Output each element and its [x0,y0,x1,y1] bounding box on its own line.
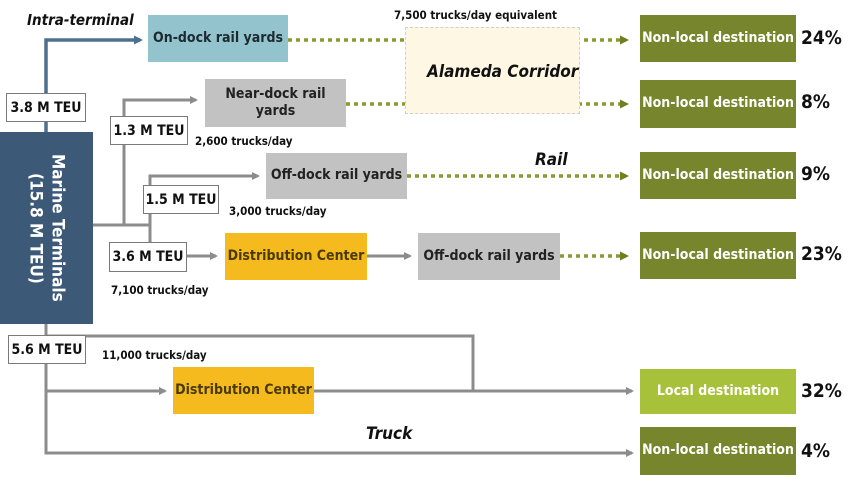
marine-terminals-label: Marine Terminals (15.8 M TEU) [25,154,68,302]
near-dock-rail-yards-node: Near-dock rail yards [205,79,346,127]
near-dock-connector [93,96,198,227]
truck-label: Truck [366,424,413,444]
teu-badge-1-3: 1.3 M TEU [110,116,188,145]
destination-label-1: Non-local destination [642,29,794,46]
alameda-corridor-label: Alameda Corridor [427,62,579,82]
alameda-corridor-region [405,27,580,114]
off-dock-rail-yards-node-2: Off-dock rail yards [418,233,560,280]
destination-node-2: Non-local destination [640,80,796,128]
destination-label-3: Non-local destination [642,166,794,183]
on-dock-rail-yards-node: On-dock rail yards [148,15,288,62]
distribution-center-label-1: Distribution Center [227,247,365,264]
rail-label: Rail [535,150,568,170]
trucks-label-top: 7,500 trucks/day equivalent [394,8,558,22]
off-dock-rail-yards-label-1: Off-dock rail yards [270,167,403,184]
local-bypass-connector [44,324,634,395]
distribution-center-node-1: Distribution Center [225,233,367,280]
marine-terminals-node: Marine Terminals (15.8 M TEU) [0,132,93,324]
teu-badge-3-8: 3.8 M TEU [6,93,86,122]
destination-label-2: Non-local destination [642,95,794,112]
intra-terminal-label: Intra-terminal [27,11,134,29]
destination-label-5: Local destination [656,382,780,399]
teu-badge-3-6: 3.6 M TEU [109,242,187,272]
share-pct-6: 4% [801,440,831,462]
share-pct-5: 32% [801,380,842,402]
trucks-label-local: 11,000 trucks/day [102,348,207,362]
on-dock-rail-yards-label: On-dock rail yards [153,29,283,46]
off-dock-rail-yards-node-1: Off-dock rail yards [266,153,407,199]
share-pct-1: 24% [801,27,842,49]
share-pct-4: 23% [801,243,842,265]
destination-node-3: Non-local destination [640,152,796,199]
destination-node-6: Non-local destination [640,427,796,475]
teu-badge-1-5: 1.5 M TEU [143,185,219,214]
truck-connector [44,391,634,457]
trucks-label-near: 2,600 trucks/day [195,134,293,148]
trucks-label-dist: 7,100 trucks/day [111,283,209,297]
teu-badge-5-6: 5.6 M TEU [8,335,86,364]
destination-label-4: Non-local destination [642,246,794,263]
distribution-center-label-2: Distribution Center [175,381,312,398]
destination-node-1: Non-local destination [640,15,796,62]
distribution-center-node-2: Distribution Center [173,367,314,414]
near-dock-rail-yards-label: Near-dock rail yards [225,85,326,120]
share-pct-3: 9% [801,163,831,185]
share-pct-2: 8% [801,91,831,113]
destination-label-6: Non-local destination [642,442,794,459]
destination-node-4: Non-local destination [640,232,796,279]
trucks-label-off: 3,000 trucks/day [229,204,327,218]
off-dock-rail-yards-label-2: Off-dock rail yards [423,247,555,264]
destination-node-5: Local destination [640,369,796,414]
